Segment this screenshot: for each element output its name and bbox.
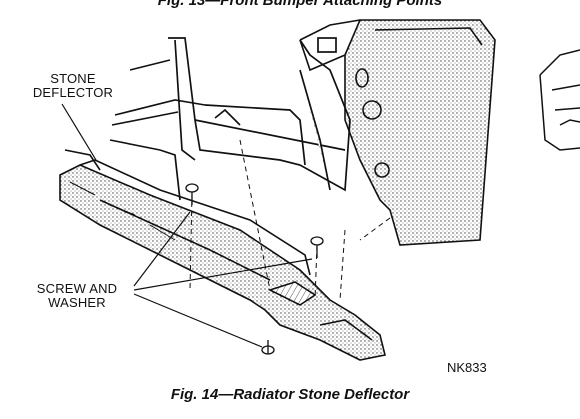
figure-reference-number: NK833 bbox=[447, 360, 487, 375]
previous-figure-caption: Fig. 13—Front Bumper Attaching Points bbox=[157, 0, 443, 9]
screw-and-washer-label: SCREW AND WASHER bbox=[22, 282, 132, 310]
stone-deflector-label-line-1: STONE bbox=[50, 71, 96, 86]
figure-caption: Fig. 14—Radiator Stone Deflector bbox=[170, 386, 410, 403]
screw-lower bbox=[261, 340, 275, 355]
stone-deflector-label-line-2: DEFLECTOR bbox=[32, 85, 114, 100]
radiator-frame bbox=[159, 37, 351, 201]
screw-upper bbox=[185, 183, 199, 205]
frame-rail bbox=[109, 59, 206, 151]
screw-and-washer-label-line-1: SCREW AND bbox=[36, 281, 118, 296]
stone-deflector-panel bbox=[59, 149, 386, 361]
callout-leaders bbox=[61, 103, 313, 348]
grille-panel bbox=[299, 19, 496, 246]
screw-middle bbox=[310, 236, 324, 258]
screw-and-washer-label-line-2: WASHER bbox=[48, 295, 106, 310]
adjacent-figure-fragment bbox=[539, 49, 580, 151]
stone-deflector-label: STONE DEFLECTOR bbox=[28, 72, 118, 100]
